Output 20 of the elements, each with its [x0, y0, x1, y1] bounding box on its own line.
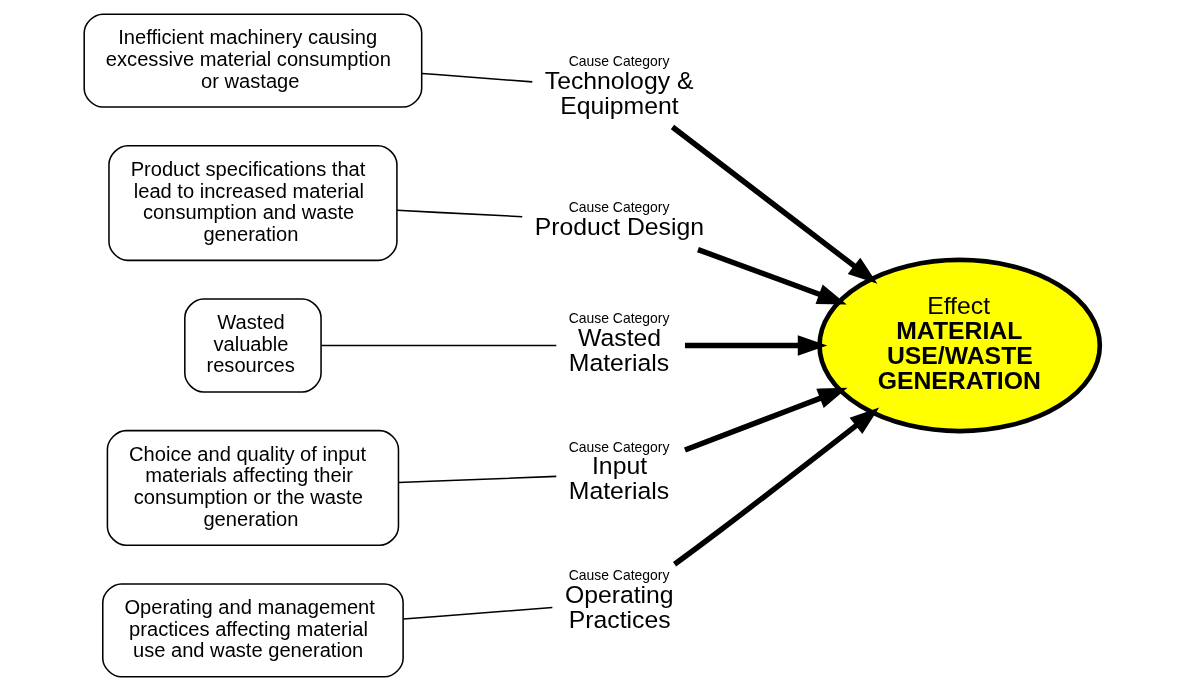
node-text: Cause Category Input Materials: [568, 438, 670, 505]
connector: [320, 344, 558, 347]
node-text: Cause Category Operating Practices: [564, 567, 674, 633]
node-text: Cause Category Technology & Equipment: [544, 53, 694, 119]
node-box: Inefficient machinery causing excessive material consumption or wastage: [83, 13, 423, 108]
arrow: [672, 407, 880, 567]
arrow: [697, 247, 847, 305]
node-box: Choice and quality of input materials affecting their consumption or the waste generation: [106, 429, 400, 546]
connector: [402, 606, 554, 620]
arrow: [684, 335, 828, 356]
connector: [396, 209, 523, 218]
connector: [397, 475, 558, 484]
node-text: Cause Category Wasted Materials: [568, 310, 670, 376]
node-box: Operating and management practices affecting material use and waste generation: [102, 583, 404, 678]
node-box: Wasted valuable resources: [184, 298, 322, 393]
node-box: Product specifications that lead to increased material consumption and waste generation: [108, 145, 398, 262]
connector: [421, 72, 534, 83]
arrow: [670, 124, 878, 284]
node-text: Cause Category Product Design: [534, 198, 705, 240]
arrow: [684, 387, 848, 453]
